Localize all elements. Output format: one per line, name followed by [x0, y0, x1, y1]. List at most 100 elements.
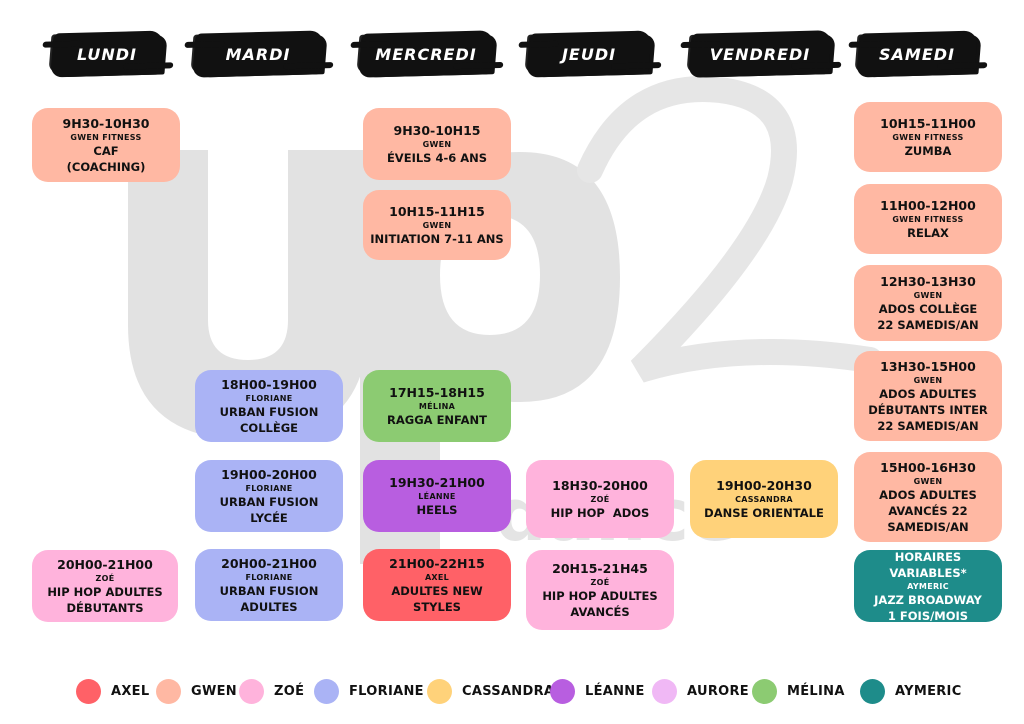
- class-name: ADOS ADULTES AVANCÉS 22 SAMEDIS/AN: [879, 487, 977, 534]
- legend-item-gwen: GWEN: [156, 677, 237, 705]
- class-card: 10H15-11H00 GWEN FITNESS ZUMBA: [854, 102, 1002, 172]
- class-time: 15H00-16H30: [880, 459, 976, 475]
- class-card: 9H30-10H30 GWEN FITNESS CAF (COACHING): [32, 108, 180, 182]
- class-card: 17H15-18H15 MÉLINA RAGGA ENFANT: [363, 370, 511, 442]
- class-name: RAGGA ENFANT: [387, 412, 487, 427]
- teacher-legend: AXEL GWEN ZOÉ FLORIANE CASSANDRA LÉANNE …: [76, 677, 976, 705]
- class-name: ZUMBA: [904, 143, 952, 158]
- class-card: 15H00-16H30 GWEN ADOS ADULTES AVANCÉS 22…: [854, 452, 1002, 542]
- class-teacher: FLORIANE: [245, 572, 293, 582]
- legend-label: ZOÉ: [274, 683, 305, 699]
- class-card: 19H00-20H00 FLORIANE URBAN FUSION LYCÉE: [195, 460, 343, 532]
- day-header-jeudi: JEUDI: [526, 30, 652, 78]
- class-card: 20H15-21H45 ZOÉ HIP HOP ADULTES AVANCÉS: [526, 550, 674, 630]
- legend-color-dot: [156, 678, 181, 704]
- class-name: URBAN FUSION COLLÈGE: [219, 404, 319, 435]
- class-time: 12H30-13H30: [880, 273, 976, 289]
- class-time: 20H00-21H00: [221, 555, 317, 571]
- legend-label: CASSANDRA: [462, 683, 555, 699]
- class-card: 18H30-20H00 ZOÉ HIP HOP ADOS: [526, 460, 674, 538]
- class-name: ADOS COLLÈGE 22 SAMEDIS/AN: [877, 301, 979, 332]
- class-teacher: ZOÉ: [95, 573, 115, 583]
- class-card: 20H00-21H00 FLORIANE URBAN FUSION ADULTE…: [195, 549, 343, 621]
- class-card: 18H00-19H00 FLORIANE URBAN FUSION COLLÈG…: [195, 370, 343, 442]
- class-time: 10H15-11H00: [880, 115, 976, 131]
- class-card: 19H30-21H00 LÉANNE HEELS: [363, 460, 511, 532]
- legend-color-dot: [239, 678, 264, 704]
- class-teacher: ZOÉ: [590, 577, 610, 587]
- day-label: MERCREDI: [375, 44, 477, 64]
- class-time: 17H15-18H15: [389, 384, 485, 400]
- class-teacher: ZOÉ: [590, 494, 610, 504]
- class-teacher: GWEN FITNESS: [892, 132, 964, 142]
- class-name: URBAN FUSION ADULTES: [219, 583, 319, 614]
- class-name: HIP HOP ADULTES DÉBUTANTS: [47, 584, 163, 615]
- class-teacher: AYMERIC: [907, 581, 949, 591]
- class-name: URBAN FUSION LYCÉE: [219, 494, 319, 525]
- class-teacher: GWEN: [913, 290, 943, 300]
- legend-label: GWEN: [191, 683, 237, 699]
- class-name: HEELS: [416, 502, 458, 517]
- class-name: INITIATION 7-11 ANS: [370, 231, 504, 246]
- day-header-mardi: MARDI: [192, 30, 324, 78]
- class-card: 12H30-13H30 GWEN ADOS COLLÈGE 22 SAMEDIS…: [854, 265, 1002, 341]
- class-teacher: MÉLINA: [418, 401, 456, 411]
- class-time: 21H00-22H15: [389, 555, 485, 571]
- class-name: HIP HOP ADOS: [550, 505, 650, 520]
- legend-color-dot: [427, 678, 452, 704]
- class-card: 20H00-21H00 ZOÉ HIP HOP ADULTES DÉBUTANT…: [32, 550, 178, 622]
- legend-item-aurore: AURORE: [652, 677, 749, 705]
- legend-color-dot: [314, 678, 339, 704]
- class-name: ADULTES NEW STYLES: [391, 583, 483, 614]
- class-name: ÉVEILS 4-6 ANS: [386, 150, 488, 165]
- class-name: RELAX: [907, 225, 949, 240]
- day-header-samedi: SAMEDI: [856, 30, 978, 78]
- legend-label: AURORE: [687, 683, 749, 699]
- day-label: MARDI: [225, 44, 291, 64]
- legend-label: MÉLINA: [787, 683, 845, 699]
- class-time: 18H00-19H00: [221, 376, 317, 392]
- class-name: HIP HOP ADULTES AVANCÉS: [542, 588, 658, 619]
- class-card: 19H00-20H30 CASSANDRA DANSE ORIENTALE: [690, 460, 838, 538]
- day-label: LUNDI: [77, 44, 137, 64]
- class-name: CAF (COACHING): [66, 143, 146, 174]
- class-teacher: GWEN FITNESS: [892, 214, 964, 224]
- class-name: JAZZ BROADWAY 1 FOIS/MOIS: [874, 592, 982, 623]
- class-time: 9H30-10H15: [393, 122, 481, 138]
- class-teacher: GWEN: [913, 476, 943, 486]
- legend-label: FLORIANE: [349, 683, 424, 699]
- legend-color-dot: [752, 678, 777, 704]
- legend-item-cassandra: CASSANDRA: [427, 677, 554, 705]
- class-card: 10H15-11H15 GWEN INITIATION 7-11 ANS: [363, 190, 511, 260]
- class-teacher: GWEN: [422, 139, 452, 149]
- legend-label: LÉANNE: [585, 683, 645, 699]
- class-time: 19H00-20H00: [221, 466, 317, 482]
- day-label: VENDREDI: [709, 44, 811, 64]
- legend-color-dot: [652, 678, 677, 704]
- legend-color-dot: [550, 678, 575, 704]
- class-teacher: CASSANDRA: [735, 494, 793, 504]
- class-time: 19H00-20H30: [716, 477, 812, 493]
- legend-color-dot: [76, 678, 101, 704]
- class-name: ADOS ADULTES DÉBUTANTS INTER 22 SAMEDIS/…: [868, 386, 988, 433]
- day-label: JEUDI: [561, 44, 617, 64]
- class-teacher: GWEN: [913, 375, 943, 385]
- class-card: 13H30-15H00 GWEN ADOS ADULTES DÉBUTANTS …: [854, 351, 1002, 441]
- legend-item-zoe: ZOÉ: [239, 677, 304, 705]
- day-header-vendredi: VENDREDI: [688, 30, 832, 78]
- legend-item-aymeric: AYMERIC: [860, 677, 962, 705]
- class-time: 13H30-15H00: [880, 358, 976, 374]
- class-time: 18H30-20H00: [552, 477, 648, 493]
- class-card: 11H00-12H00 GWEN FITNESS RELAX: [854, 184, 1002, 254]
- class-time: 11H00-12H00: [880, 197, 976, 213]
- class-teacher: GWEN: [422, 220, 452, 230]
- legend-item-axel: AXEL: [76, 677, 149, 705]
- legend-label: AYMERIC: [895, 683, 962, 699]
- class-time: 9H30-10H30: [62, 115, 150, 131]
- class-card: HORAIRES VARIABLES* AYMERIC JAZZ BROADWA…: [854, 550, 1002, 623]
- class-card: 21H00-22H15 AXEL ADULTES NEW STYLES: [363, 549, 511, 621]
- legend-label: AXEL: [111, 683, 150, 699]
- legend-item-melina: MÉLINA: [752, 677, 845, 705]
- class-card: 9H30-10H15 GWEN ÉVEILS 4-6 ANS: [363, 108, 511, 180]
- legend-item-leanne: LÉANNE: [550, 677, 645, 705]
